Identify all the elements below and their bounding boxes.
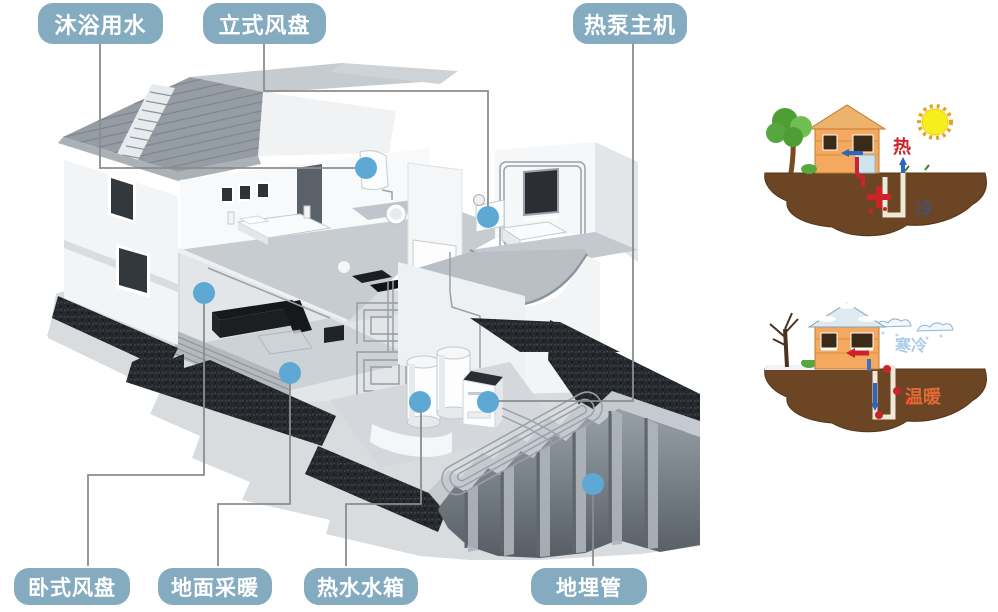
- snow-clouds: [874, 318, 954, 340]
- hot-water-tanks: [406, 346, 471, 429]
- roof-hatch: [115, 84, 175, 164]
- left-windows: [108, 174, 150, 298]
- label-heat-pump-unit: 热泵主机: [573, 3, 687, 44]
- label-horizontal-fan-coil: 卧式风盘: [14, 568, 130, 605]
- label-shower-water: 沐浴用水: [38, 3, 163, 44]
- roof-eave: [58, 137, 261, 181]
- marker-heat-pump: [477, 391, 499, 413]
- marker-floor-heating: [279, 362, 301, 384]
- buried-pipe-trench: [428, 391, 700, 558]
- callout-lines: [87, 44, 634, 566]
- coffee-table: [257, 329, 313, 355]
- ground-mass: [764, 164, 987, 237]
- marker-horizontal-coil: [193, 282, 215, 304]
- line-water-tank: [345, 408, 422, 566]
- annex-window: [523, 167, 559, 217]
- markers: [193, 157, 604, 495]
- tank-1: [406, 355, 441, 429]
- winter-pipes: [846, 348, 913, 420]
- heat-exchange-symbol: [867, 186, 891, 208]
- winter-cold-label: 寒冷: [894, 336, 927, 355]
- winter-warm-label: 温暖: [905, 386, 942, 407]
- small-windows: [220, 182, 270, 203]
- sofa: [212, 300, 312, 338]
- pipe-runs: [207, 252, 481, 368]
- summer-cold-label: 冷: [915, 198, 933, 219]
- line-floor-heating: [217, 378, 291, 566]
- line-shower-water: [99, 44, 360, 169]
- line-horizontal-coil: [87, 298, 205, 566]
- marker-shower-water: [355, 157, 377, 179]
- trench-ribs: [464, 410, 658, 557]
- marker-vertical-coil: [477, 206, 499, 228]
- label-floor-heating: 地面采暖: [158, 568, 272, 605]
- winter-diagram: 寒冷 温暖: [764, 302, 987, 433]
- marker-water-tank: [409, 391, 431, 413]
- cottage: [807, 104, 887, 174]
- marker-buried-pipe: [582, 473, 604, 495]
- cottage: [807, 302, 887, 370]
- loop-feeders: [501, 407, 561, 443]
- left-wall: [64, 160, 178, 345]
- summer-pipes: [841, 149, 907, 218]
- partition-wall: [407, 162, 463, 273]
- tree: [766, 108, 817, 174]
- floor-heating-coils: [356, 302, 407, 396]
- master-bed: [227, 205, 332, 245]
- sun-icon: [917, 104, 953, 140]
- line-vertical-coil: [263, 44, 489, 210]
- summer-hot-label: 热: [893, 136, 911, 157]
- line-heat-pump: [496, 44, 634, 402]
- gable-face: [258, 92, 396, 156]
- house-cutaway: [58, 63, 638, 468]
- tiled-roof: [58, 77, 263, 181]
- bare-tree: [769, 312, 817, 368]
- tv-unit: [324, 325, 344, 343]
- summer-diagram: 热 冷: [764, 104, 987, 237]
- label-vertical-fan-coil: 立式风盘: [203, 3, 326, 44]
- gravel-beds: [47, 296, 700, 532]
- label-hot-water-tank: 热水水箱: [304, 568, 418, 605]
- roof-back-band: [330, 63, 458, 84]
- label-buried-pipe: 地埋管: [531, 568, 647, 605]
